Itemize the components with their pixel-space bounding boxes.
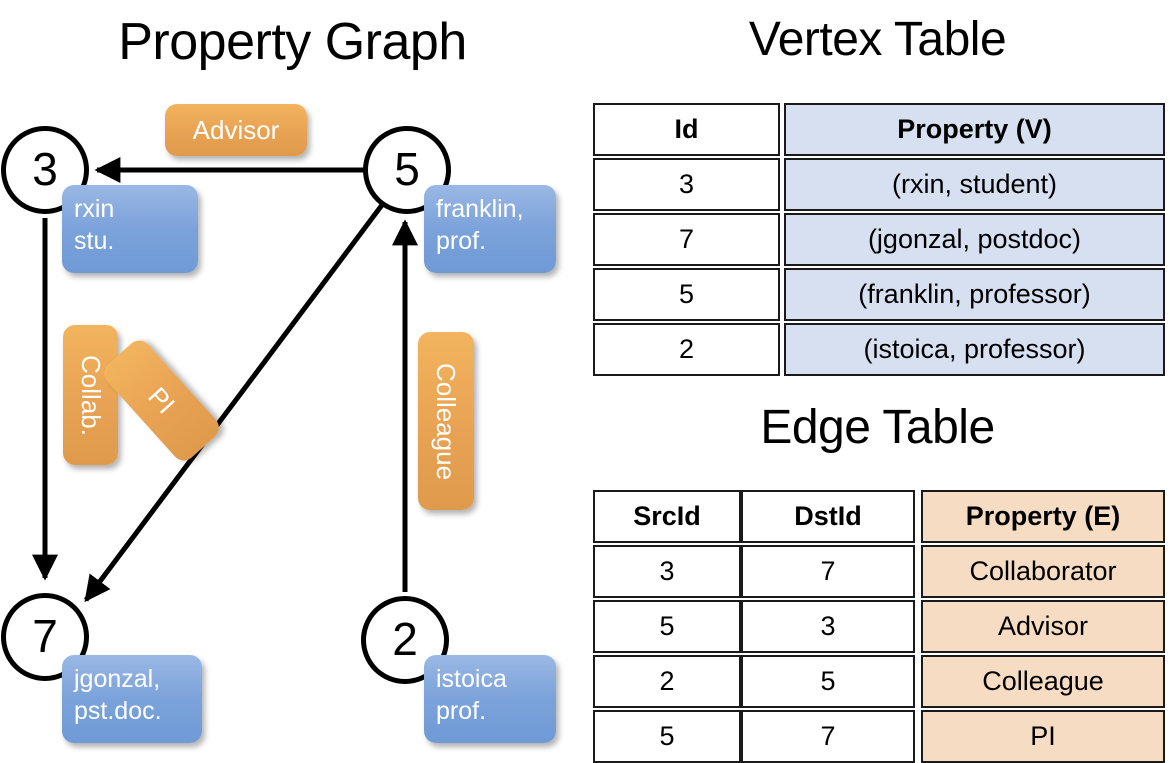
node-property-2-line2: prof. bbox=[436, 697, 487, 725]
edge-label-pi-text: PI bbox=[142, 381, 182, 420]
page-title-vertex-table: Vertex Table bbox=[748, 13, 1007, 66]
vertex-table-header-property: Property (V) bbox=[784, 103, 1165, 156]
edge-label-colleague-text: Colleague bbox=[431, 362, 462, 480]
node-property-5-line1: franklin, bbox=[436, 195, 524, 223]
edge-table-cell-src-1: 5 bbox=[593, 600, 741, 653]
edge-table-cell-src-0: 3 bbox=[593, 545, 741, 598]
edge-table-cell-dst-0: 7 bbox=[741, 545, 915, 598]
edge-table-header-srcid: SrcId bbox=[593, 490, 741, 543]
node-property-7-line1: jgonzal, bbox=[74, 665, 161, 693]
edge-table-header-property: Property (E) bbox=[921, 490, 1165, 543]
graph-node-5[interactable]: 5 bbox=[363, 126, 451, 214]
edge-label-advisor: Advisor bbox=[165, 104, 307, 156]
edge-table-cell-property-3: PI bbox=[921, 710, 1165, 763]
vertex-table-cell-id-1: 7 bbox=[593, 213, 780, 266]
graph-node-2[interactable]: 2 bbox=[361, 596, 449, 684]
vertex-table-header-id: Id bbox=[593, 103, 780, 156]
edge-table-header-dstid: DstId bbox=[741, 490, 915, 543]
node-property-3-line2: stu. bbox=[74, 227, 115, 255]
edge-table-cell-dst-1: 3 bbox=[741, 600, 915, 653]
vertex-table-cell-id-3: 2 bbox=[593, 323, 780, 376]
property-graph-diagram: Advisor Collab. PI Colleague 3 5 7 2 rxi… bbox=[0, 0, 585, 760]
page-title-edge-table: Edge Table bbox=[760, 401, 995, 454]
vertex-table-cell-property-2: (franklin, professor) bbox=[784, 268, 1165, 321]
vertex-table-cell-property-1: (jgonzal, postdoc) bbox=[784, 213, 1165, 266]
edge-label-collab: Collab. bbox=[63, 325, 118, 465]
node-property-3-line1: rxin bbox=[74, 195, 115, 223]
graph-node-5-label: 5 bbox=[394, 143, 420, 196]
edge-label-collab-text: Collab. bbox=[76, 354, 106, 436]
node-property-7-line2: pst.doc. bbox=[74, 697, 162, 725]
graph-node-3-label: 3 bbox=[32, 143, 58, 196]
node-property-box-5: franklin, prof. bbox=[424, 185, 556, 273]
node-property-box-3: rxin stu. bbox=[62, 185, 198, 273]
edge-5-to-7 bbox=[83, 203, 385, 603]
node-property-box-7: jgonzal, pst.doc. bbox=[62, 655, 202, 743]
node-property-2-line1: istoica bbox=[436, 665, 507, 693]
edge-table-cell-property-1: Advisor bbox=[921, 600, 1165, 653]
edge-label-advisor-text: Advisor bbox=[192, 114, 280, 145]
edge-table-cell-src-2: 2 bbox=[593, 655, 741, 708]
graph-node-7[interactable]: 7 bbox=[1, 593, 89, 681]
page-title-property-graph: Property Graph bbox=[118, 13, 467, 71]
edge-table-cell-dst-2: 5 bbox=[741, 655, 915, 708]
graph-edges-layer bbox=[32, 157, 418, 603]
edge-table-cell-property-2: Colleague bbox=[921, 655, 1165, 708]
vertex-table-cell-property-0: (rxin, student) bbox=[784, 158, 1165, 211]
vertex-table-cell-property-3: (istoica, professor) bbox=[784, 323, 1165, 376]
edge-table-cell-dst-3: 7 bbox=[741, 710, 915, 763]
vertex-table-cell-id-0: 3 bbox=[593, 158, 780, 211]
graph-node-2-label: 2 bbox=[392, 613, 418, 666]
graph-node-3[interactable]: 3 bbox=[1, 126, 89, 214]
edge-label-colleague: Colleague bbox=[418, 332, 474, 510]
node-property-box-2: istoica prof. bbox=[424, 655, 556, 743]
vertex-table-cell-id-2: 5 bbox=[593, 268, 780, 321]
node-property-5-line2: prof. bbox=[436, 227, 487, 255]
edge-table-cell-property-0: Collaborator bbox=[921, 545, 1165, 598]
edge-table-cell-src-3: 5 bbox=[593, 710, 741, 763]
graph-node-7-label: 7 bbox=[32, 610, 58, 663]
